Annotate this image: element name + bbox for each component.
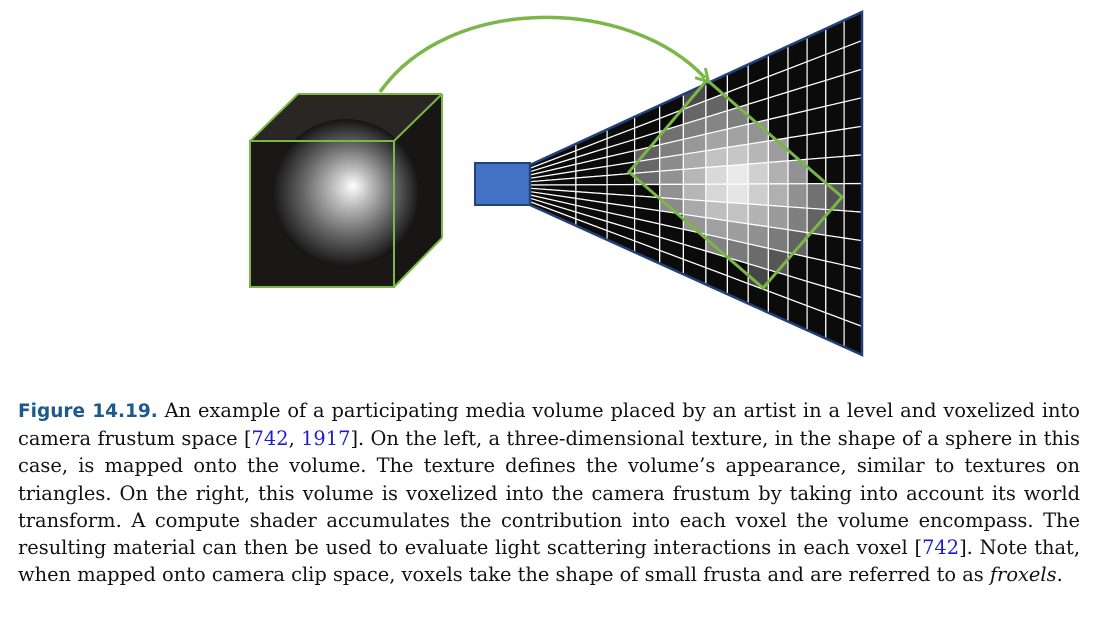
caption-text: . (1056, 563, 1063, 587)
froxel-cell (843, 97, 862, 130)
froxel-cell (843, 39, 862, 76)
froxel-cell (787, 183, 808, 209)
froxel-cell (806, 183, 827, 211)
froxel-cell (747, 183, 770, 207)
froxel-cell (843, 264, 862, 299)
froxel-cell (767, 204, 789, 231)
frustum-outline (528, 10, 864, 357)
froxel-cell (843, 210, 862, 242)
froxel-cell (659, 183, 685, 200)
froxel-cell (767, 160, 789, 185)
froxel-cell (806, 79, 827, 112)
froxel-cell (806, 131, 827, 160)
citation-link[interactable]: 742 (922, 536, 960, 560)
froxel-cell (682, 166, 707, 185)
citation-link[interactable]: 742 (251, 427, 289, 451)
froxel-cell (747, 203, 770, 228)
froxel-cell (787, 206, 808, 234)
froxel-cell (843, 182, 862, 213)
froxel-cell (825, 73, 845, 107)
froxel-cell (843, 237, 862, 271)
textured-sphere (272, 119, 420, 267)
froxel-cell (843, 125, 862, 158)
caption-label: Figure 14.19. (18, 401, 158, 422)
voxelized-volume-outline (626, 77, 845, 291)
froxel-cell (682, 183, 707, 202)
froxel-cell (825, 234, 845, 266)
camera-icon (474, 162, 531, 206)
froxel-cell (806, 105, 827, 136)
caption-emphasis: froxels (989, 563, 1057, 587)
cube-top-face (250, 94, 442, 141)
caption-text: ]. Note that, when mapped onto camera cl… (18, 536, 1081, 587)
froxel-cell (843, 291, 862, 328)
froxel-cell (705, 146, 729, 169)
froxel-cell (825, 128, 845, 159)
caption-text: , (288, 427, 302, 451)
textured-cube-icon (249, 93, 443, 288)
froxel-cell (767, 183, 789, 208)
froxel-cell (747, 140, 770, 165)
froxel-cell (843, 154, 862, 185)
caption-text: ]. On the left, a three-dimensional text… (18, 427, 1080, 560)
frustum-grid-icon (528, 10, 864, 357)
froxel-cell (633, 170, 661, 186)
froxel-cell (806, 207, 827, 236)
froxel-cell (726, 183, 749, 205)
caption-text: An example of a participating media volu… (18, 399, 1080, 451)
froxel-cell (726, 163, 749, 185)
froxel-cell (787, 109, 808, 139)
froxel-cell (806, 231, 827, 262)
froxel-cell (843, 68, 862, 103)
froxel-cell (726, 143, 749, 167)
froxel-cell (825, 155, 845, 185)
froxel-cell (747, 161, 770, 185)
mapping-arrow-icon (378, 15, 705, 94)
froxel-cell (825, 101, 845, 133)
citation-link[interactable]: 1917 (301, 427, 351, 451)
froxel-cell (705, 165, 729, 185)
froxel-cell (682, 150, 707, 170)
froxel-cell (843, 318, 862, 355)
froxel-cell (705, 183, 729, 204)
froxel-cell (659, 168, 685, 186)
figure-illustration (249, 10, 864, 357)
figure-caption: Figure 14.19. An example of a participat… (18, 397, 1080, 588)
